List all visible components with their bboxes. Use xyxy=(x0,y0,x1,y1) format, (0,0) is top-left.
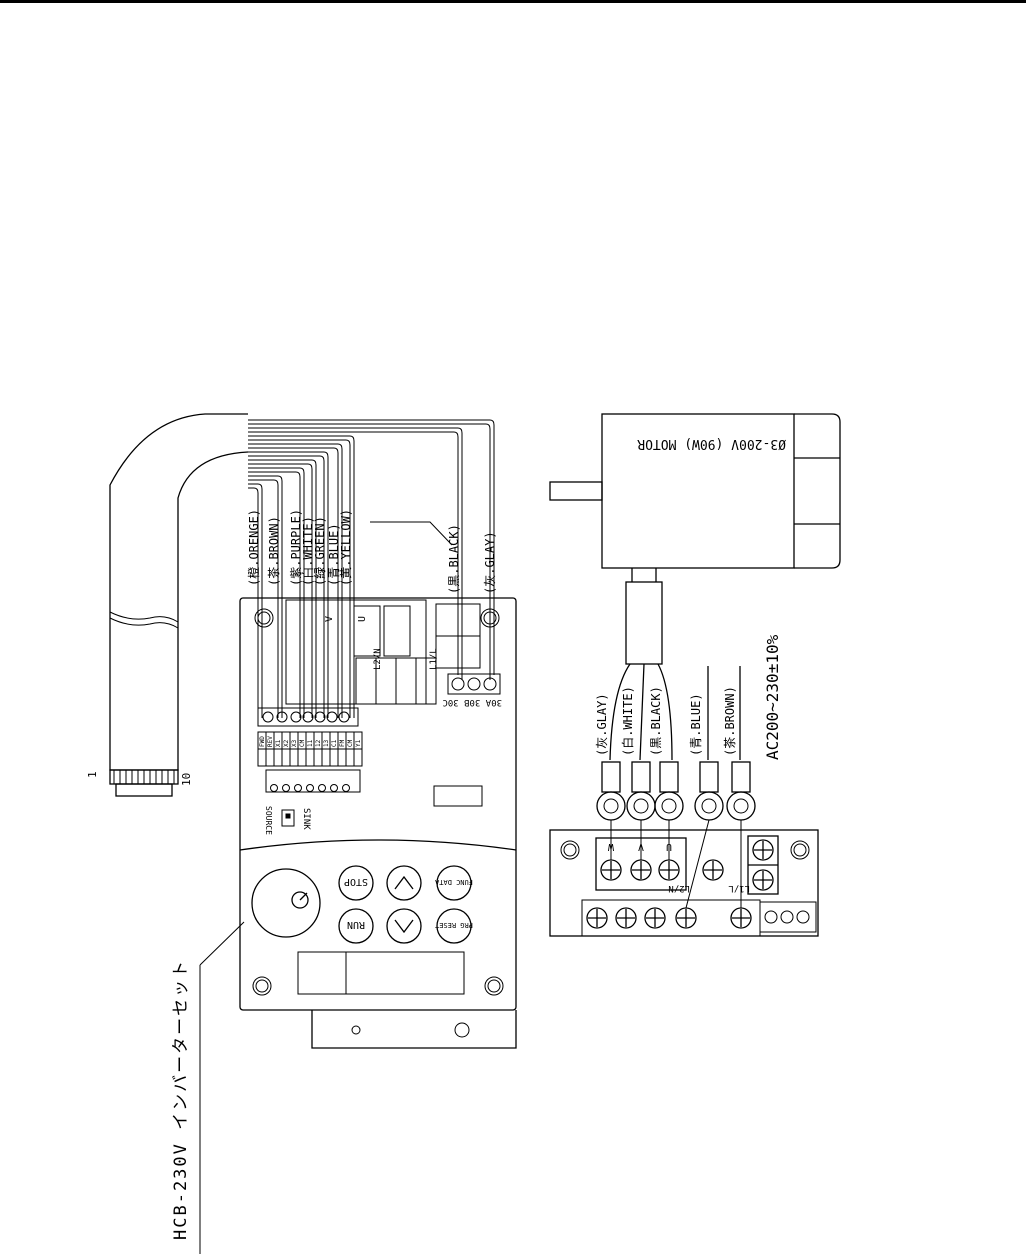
control-term-rev: REV xyxy=(267,736,274,747)
control-term-x3: X3 xyxy=(291,739,298,747)
supply-voltage-label: AC200~230±10% xyxy=(763,634,782,760)
wire-label-glay: (灰.GLAY) xyxy=(483,531,497,594)
motor-wire-white: (白.WHITE) xyxy=(620,686,635,756)
motor-wire-blue: (青.BLUE) xyxy=(689,693,703,756)
motor-wire-glay: (灰.GLAY) xyxy=(595,693,609,756)
inverter-unit: U V L2/N L1/L 30A 30B 30C xyxy=(239,597,517,1049)
motor-lead-cable xyxy=(609,581,741,761)
wire-label-orange: (橙.ORENGE) xyxy=(246,509,261,586)
inverter-set-label: HCB-230V インバーターセット xyxy=(171,959,191,1240)
key-func-data: FUNC DATA xyxy=(434,878,473,886)
motor-wire-black: (黒.BLACK) xyxy=(649,686,663,756)
wire-label-white: (白.WHITE) xyxy=(300,516,315,586)
control-term-x2: X2 xyxy=(283,739,290,747)
cable-wires xyxy=(248,419,495,718)
control-term-12: 12 xyxy=(315,739,322,747)
key-stop: STOP xyxy=(344,876,368,887)
control-term-cm: CM xyxy=(299,739,306,747)
motor: Ø3-200V (90W) MOTOR xyxy=(549,413,841,582)
power-terminal-u: U xyxy=(357,616,368,622)
key-run: RUN xyxy=(347,919,365,930)
tb-label-l1l: L1/L xyxy=(728,883,750,893)
wire-label-blue: (青.BLUE) xyxy=(327,523,341,586)
wire-label-purple: (紫.PURPLE) xyxy=(289,509,303,586)
power-terminal-v: V xyxy=(324,616,335,622)
control-term-c1: C1 xyxy=(331,739,338,747)
power-terminal-l1l: L1/L xyxy=(429,648,439,670)
control-term-fwd: FWD xyxy=(259,736,266,747)
wire-label-yellow: (黄.YELLOW) xyxy=(339,509,353,586)
wire-label-brown: (茶.BROWN) xyxy=(266,516,281,586)
power-terminal-l2n: L2/N xyxy=(373,648,383,670)
cable-connector: 1 10 xyxy=(86,769,193,797)
connector-pin-first: 1 xyxy=(86,771,99,778)
control-term-x1: X1 xyxy=(275,739,282,747)
relay-terminal-labels: 30A 30B 30C xyxy=(442,697,502,707)
connector-pin-last: 10 xyxy=(180,773,193,786)
switch-source-label: SOURCE xyxy=(264,806,273,835)
control-term-11: 11 xyxy=(307,739,314,747)
motor-wire-labels: (灰.GLAY) (白.WHITE) (黒.BLACK) (青.BLUE) (茶… xyxy=(595,634,782,760)
control-term-cm2: CM xyxy=(347,739,354,747)
tb-label-l2n: L2/N xyxy=(668,883,690,893)
motor-label: Ø3-200V (90W) MOTOR xyxy=(637,436,786,451)
flat-cable xyxy=(109,413,249,784)
control-term-13: 13 xyxy=(323,739,330,747)
control-term-y1: Y1 xyxy=(355,739,362,747)
motor-wire-brown: (茶.BROWN) xyxy=(722,686,737,756)
switch-sink-label: SINK xyxy=(301,808,311,830)
inverter-set-callout: HCB-230V インバーターセット xyxy=(171,921,245,1254)
crimp-terminals xyxy=(596,761,756,821)
inverter-wire-labels: (橙.ORENGE) (茶.BROWN) (紫.PURPLE) (白.WHITE… xyxy=(246,509,497,594)
wire-label-green: (緑.GREEN) xyxy=(312,516,327,586)
wire-label-black: (黒.BLACK) xyxy=(447,524,461,594)
control-term-fm: FM xyxy=(339,739,346,747)
key-prg-reset: PRG RESET xyxy=(434,921,473,929)
top-rule xyxy=(0,0,1026,3)
motor-terminal-block: W V U L2/N L1/L xyxy=(549,819,819,937)
